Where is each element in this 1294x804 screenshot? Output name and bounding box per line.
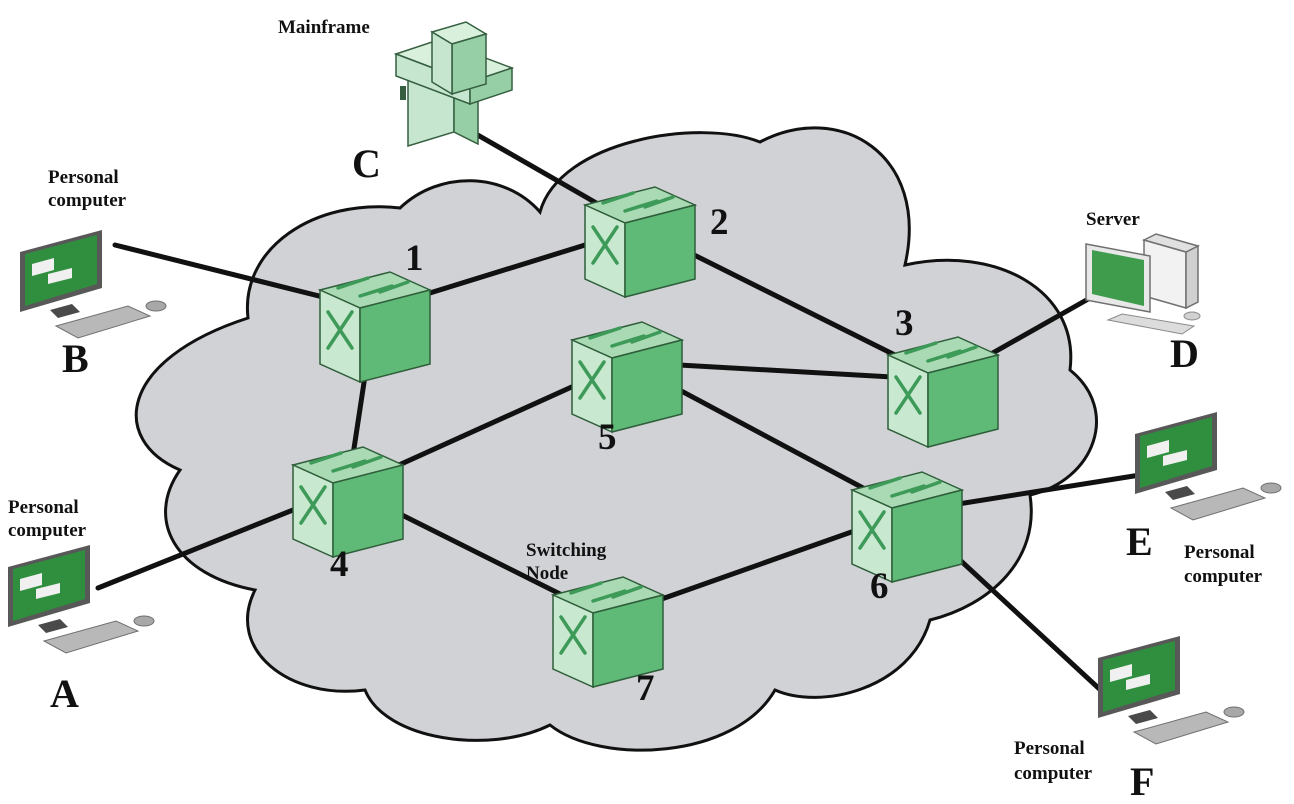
- server-label: Server: [1086, 209, 1140, 230]
- mainframe-icon: [393, 21, 515, 148]
- node-number-1: 1: [405, 238, 424, 279]
- switching-node-1-icon: [318, 270, 432, 384]
- switching-node-2-icon: [583, 185, 697, 299]
- switching-node-label-line1: Switching: [526, 540, 607, 561]
- station-letter-f: F: [1130, 759, 1154, 804]
- node-number-5: 5: [598, 417, 617, 458]
- station-letter-b: B: [62, 336, 89, 381]
- mainframe-label: Mainframe: [278, 17, 370, 38]
- switching-node-6-icon: [850, 470, 964, 584]
- pc-e-label-line1: Personal: [1184, 542, 1255, 563]
- station-letter-d: D: [1170, 331, 1199, 376]
- node-number-4: 4: [330, 544, 349, 585]
- node-number-6: 6: [870, 566, 889, 607]
- node-number-7: 7: [636, 668, 655, 709]
- switching-node-5-icon: [570, 320, 684, 434]
- pc-a-label-line1: Personal: [8, 497, 79, 518]
- pc-f-label-line2: computer: [1014, 763, 1093, 784]
- pc-b-label-line2: computer: [48, 190, 127, 211]
- pc-icon-f: [1097, 635, 1245, 745]
- switching-node-label-line2: Node: [526, 563, 568, 584]
- pc-icon-b: [19, 229, 167, 339]
- station-letter-e: E: [1126, 519, 1153, 564]
- pc-b-label-line1: Personal: [48, 167, 119, 188]
- switching-node-4-icon: [291, 445, 405, 559]
- node-number-3: 3: [895, 303, 914, 344]
- station-letter-a: A: [50, 671, 79, 716]
- node-number-2: 2: [710, 202, 729, 243]
- pc-icon-a: [7, 544, 155, 654]
- switching-node-3-icon: [886, 335, 1000, 449]
- station-letter-c: C: [352, 141, 381, 186]
- server-icon: [1085, 233, 1201, 335]
- pc-icon-e: [1134, 411, 1282, 521]
- pc-e-label-line2: computer: [1184, 566, 1263, 587]
- pc-a-label-line2: computer: [8, 520, 87, 541]
- pc-f-label-line1: Personal: [1014, 738, 1085, 759]
